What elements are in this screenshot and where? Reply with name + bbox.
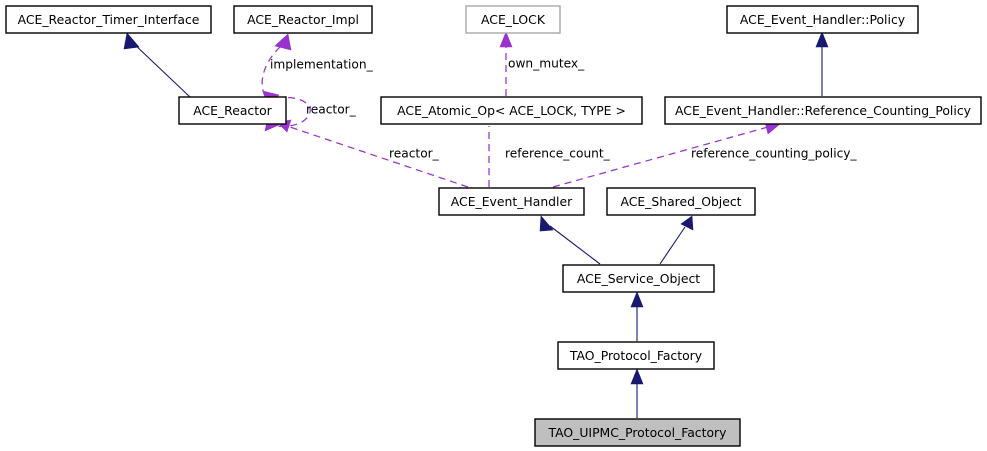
class-box[interactable] [233, 5, 373, 34]
edge-label-own-mutex: own_mutex_ [508, 57, 585, 71]
class-name-label: ACE_LOCK [481, 12, 546, 27]
class-box[interactable] [178, 96, 287, 125]
edge-label-reactor: reactor_ [389, 147, 440, 161]
class-box[interactable] [726, 5, 919, 34]
edge-inheritance-reactor-to-timer-interface [123, 32, 191, 98]
class-node-tao-protocol-factory[interactable]: TAO_Protocol_Factory [557, 341, 715, 370]
class-name-label: TAO_Protocol_Factory [569, 348, 702, 363]
class-name-label: ACE_Shared_Object [620, 194, 741, 209]
edge-label-reference-count: reference_count_ [505, 147, 611, 161]
class-box[interactable] [5, 5, 212, 34]
edge-label-reactor-self: reactor_ [306, 103, 357, 117]
class-node-ace-reactor[interactable]: ACE_Reactor [178, 96, 287, 125]
nodes-layer: ACE_Reactor_Timer_Interface ACE_Reactor_… [5, 5, 982, 447]
class-node-ace-event-handler-policy[interactable]: ACE_Event_Handler::Policy [726, 5, 919, 34]
class-node-ace-atomic-op[interactable]: ACE_Atomic_Op< ACE_LOCK, TYPE > [380, 96, 643, 125]
edge-association-reference-counting-policy [552, 121, 782, 188]
edge-label-reference-counting-policy: reference_counting_policy_ [691, 147, 857, 161]
class-box[interactable] [438, 187, 585, 216]
class-box[interactable] [465, 5, 561, 34]
edge-inheritance-refcount-policy-to-policy [815, 31, 829, 96]
class-node-ace-reactor-impl[interactable]: ACE_Reactor_Impl [233, 5, 373, 34]
class-node-ace-reactor-timer-interface[interactable]: ACE_Reactor_Timer_Interface [5, 5, 212, 34]
class-node-ace-shared-object[interactable]: ACE_Shared_Object [606, 187, 756, 216]
class-node-tao-uipmc-protocol-factory[interactable]: TAO_UIPMC_Protocol_Factory [534, 418, 741, 447]
class-box[interactable] [534, 418, 741, 447]
class-name-label: ACE_Atomic_Op< ACE_LOCK, TYPE > [397, 103, 626, 118]
class-node-ace-event-handler[interactable]: ACE_Event_Handler [438, 187, 585, 216]
class-name-label: ACE_Reactor_Timer_Interface [18, 12, 200, 27]
edge-inheritance-service-object-to-shared-object [659, 215, 694, 265]
class-name-label: ACE_Service_Object [577, 271, 700, 286]
edge-inheritance-service-object-to-event-handler [539, 215, 601, 265]
edge-inheritance-uipmc-to-protocol-factory [630, 368, 644, 418]
class-box[interactable] [664, 96, 982, 125]
edge-association-own-mutex [499, 31, 513, 96]
edge-label-implementation: implementation_ [270, 58, 374, 72]
edges-layer [123, 31, 829, 418]
class-box[interactable] [380, 96, 643, 125]
class-name-label: TAO_UIPMC_Protocol_Factory [548, 425, 727, 440]
class-node-ace-lock[interactable]: ACE_LOCK [465, 5, 561, 34]
class-name-label: ACE_Event_Handler::Reference_Counting_Po… [675, 103, 971, 118]
class-name-label: ACE_Event_Handler [451, 194, 573, 209]
edge-association-reactor [276, 119, 469, 188]
class-node-ace-event-handler-reference-counting-policy[interactable]: ACE_Event_Handler::Reference_Counting_Po… [664, 96, 982, 125]
edge-inheritance-protocol-factory-to-service-object [630, 291, 644, 341]
class-name-label: ACE_Reactor [193, 103, 272, 118]
class-name-label: ACE_Reactor_Impl [247, 12, 359, 27]
class-node-ace-service-object[interactable]: ACE_Service_Object [562, 264, 715, 293]
class-name-label: ACE_Event_Handler::Policy [740, 12, 905, 27]
edge-labels-layer: implementation_ reactor_ own_mutex_ reac… [270, 57, 857, 161]
class-box[interactable] [562, 264, 715, 293]
class-box[interactable] [557, 341, 715, 370]
class-box[interactable] [606, 187, 756, 216]
